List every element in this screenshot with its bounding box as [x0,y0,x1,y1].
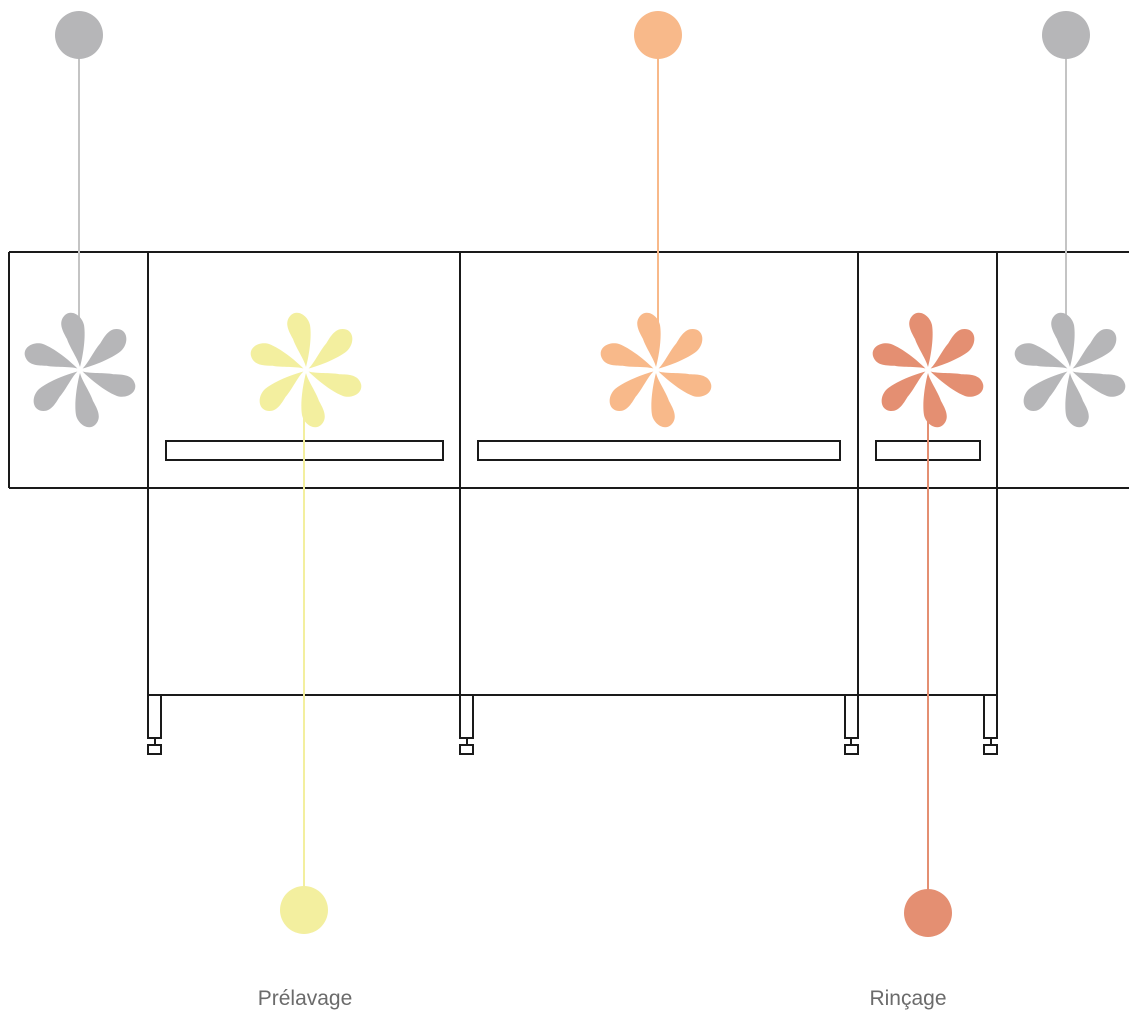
circle-marker-icon [280,886,328,934]
circle-marker-icon [904,889,952,937]
leg-3 [844,694,859,755]
machine-outline [8,251,1129,696]
circle-marker-icon [1042,11,1090,59]
spray-fan-icon [247,313,365,427]
leg-1 [147,694,162,755]
spray-fans [21,313,1129,427]
spray-fan-icon [869,313,987,427]
spray-fan-icon [597,313,715,427]
spray-fan-icon [21,313,139,427]
label-prelavage: Prélavage [257,987,353,1010]
machine-legs [147,694,998,755]
leader-lines [78,35,1067,913]
label-rincage: Rinçage [869,987,947,1010]
leg-2 [459,694,474,755]
circle-marker-icon [55,11,103,59]
markers [55,11,1090,937]
circle-marker-icon [634,11,682,59]
slot-lavage [477,440,841,461]
spray-fan-icon [1011,313,1129,427]
leg-4 [983,694,998,755]
